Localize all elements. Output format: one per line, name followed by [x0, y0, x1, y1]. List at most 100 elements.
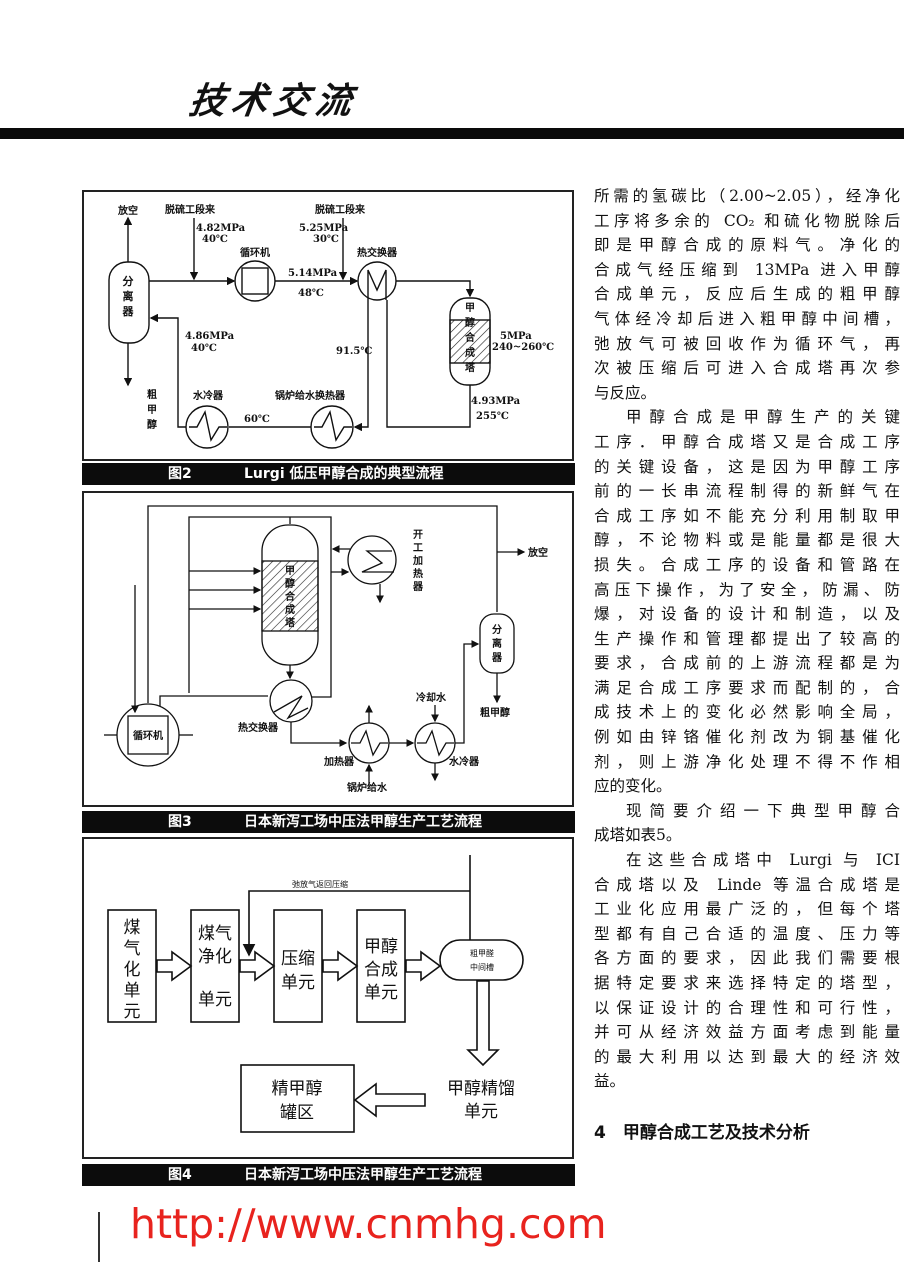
hollow-arrow-down: [466, 980, 500, 1067]
purge-return-label: 弛放气返回压缩: [292, 879, 348, 889]
outlet-pressure: 4.93MPa: [471, 396, 521, 407]
text-line: 合成工序如不能充分利用制取甲: [594, 506, 900, 525]
separator-vessel: [108, 261, 150, 344]
water-cooler-label: 水冷器: [448, 755, 480, 768]
paragraph: 所需的氢碳比（2.00~2.05），经净化工序将多余的 CO₂ 和硫化物脱除后即…: [594, 184, 900, 405]
text-line: 要求，合成前的上游流程都是为: [594, 654, 900, 673]
caption-text: 日本新泻工场中压法甲醇生产工艺流程: [244, 1167, 482, 1183]
text-line: 工序将多余的 CO₂ 和硫化物脱除后: [594, 211, 900, 230]
text-line: 生产操作和管理都提出了较高的: [594, 629, 900, 648]
section-heading: 4 甲醇合成工艺及技术分析: [594, 1123, 810, 1143]
text-line: 现简要介绍一下典型甲醇合: [626, 801, 900, 820]
compression-unit-line2: 单元: [281, 973, 315, 993]
tank-label-line1: 粗甲醛: [470, 948, 494, 958]
figure-2-caption: 图2 Lurgi 低压甲醇合成的典型流程: [82, 463, 575, 485]
header-rule: [0, 128, 904, 139]
text-line: 工序．甲醇合成塔又是合成工序: [594, 432, 900, 451]
feed1-pressure: 4.82MPa: [196, 223, 246, 234]
crude-methanol-label: 粗甲醇: [147, 388, 157, 431]
figure-2-diagram: 放空 分离器 粗甲醇 脱硫工段来 4.82MPa 40℃ 脱硫工段来 5.25M…: [82, 190, 574, 461]
niigata-flow-diagram: 甲醇合成塔 开工加热器 放空 分离器 粗甲醇 冷却水 热交换器 加热器 水冷器 …: [104, 505, 548, 794]
startup-heater-label: 开工加热器: [412, 529, 424, 593]
caption-text: 日本新泻工场中压法甲醇生产工艺流程: [244, 814, 482, 830]
cooling-temperature: 60℃: [244, 414, 270, 425]
compressor-symbol: [234, 260, 276, 302]
text-line: 满足合成工序要求而配制的，合: [594, 678, 900, 697]
hollow-arrow: [239, 950, 276, 982]
section-title: 技术交流: [186, 80, 361, 122]
vent-label: 放空: [527, 546, 548, 559]
crude-methanol-label: 粗甲醇: [480, 706, 510, 719]
figure-3-caption: 图3 日本新泻工场中压法甲醇生产工艺流程: [82, 811, 575, 833]
purification-unit-line3: 单元: [198, 990, 232, 1010]
text-line: 高压下操作，为了安全，防漏、防: [594, 580, 900, 599]
figure-3-diagram: 甲醇合成塔 开工加热器 放空 分离器 粗甲醇 冷却水 热交换器 加热器 水冷器 …: [82, 491, 574, 807]
text-line: 醇，不论物料或是能量都是很大: [594, 531, 900, 550]
cooling-water-label: 冷却水: [416, 691, 447, 704]
text-line: 益。: [594, 1072, 626, 1091]
text-line: 与反应。: [594, 383, 657, 402]
synthesis-unit-line3: 单元: [364, 983, 398, 1003]
reactor-temperature: 240~260℃: [492, 342, 554, 353]
compression-unit-line1: 压缩: [281, 949, 315, 969]
text-line: 以保证设计的合理性和可行性，: [594, 998, 900, 1017]
text-line: 次被压缩后可进入合成塔再次参: [594, 359, 900, 378]
gasification-unit-box: [107, 909, 157, 1023]
text-line: 的关键设备，这是因为甲醇工序: [594, 457, 900, 476]
heat-exchanger-symbol: [357, 261, 397, 301]
water-cooler-label: 水冷器: [192, 389, 224, 402]
text-line: 剂，则上游净化处理不得不作相: [594, 752, 900, 771]
return-temperature: 91.5℃: [336, 346, 372, 357]
reactor-label: 甲醇合成塔: [464, 302, 476, 374]
purification-unit-box: [190, 909, 240, 1023]
text-line: 应的变化。: [594, 777, 672, 796]
compressor-label: 循环机: [133, 729, 163, 742]
heat-exchanger-symbol: [269, 679, 313, 723]
feed2-label: 脱硫工段来: [315, 203, 366, 216]
figure-4-diagram: 煤气化单元 煤气 净化 单元 压缩 单元 甲醇 合成 单元 甲醇精馏 单元 精甲…: [82, 837, 574, 1159]
caption-text: Lurgi 低压甲醇合成的典型流程: [244, 466, 444, 482]
synthesis-unit-box: [356, 909, 406, 1023]
caption-number: 图2: [168, 466, 192, 482]
figure-4-caption: 图4 日本新泻工场中压法甲醇生产工艺流程: [82, 1164, 575, 1186]
startup-heater-symbol: [347, 535, 397, 585]
reactor-pressure: 5MPa: [500, 331, 532, 342]
body-text-column: 所需的氢碳比（2.00~2.05），经净化工序将多余的 CO₂ 和硫化物脱除后即…: [594, 184, 900, 1094]
synthesis-unit-line2: 合成: [364, 960, 398, 980]
purification-unit-line2: 净化: [198, 947, 232, 967]
mid-pressure: 5.14MPa: [288, 268, 338, 279]
boiler-water-label: 锅炉给水: [347, 781, 388, 794]
paragraph: 甲醇合成是甲醇生产的关键工序．甲醇合成塔又是合成工序的关键设备，这是因为甲醇工序…: [594, 405, 900, 799]
paragraph: 现简要介绍一下典型甲醇合成塔如表5。: [594, 799, 900, 848]
feed2-temperature: 30℃: [313, 234, 339, 245]
storage-line2: 罐区: [280, 1103, 314, 1123]
text-line: 损失。合成工序的设备和管路在: [594, 555, 900, 574]
feed1-temperature: 40℃: [202, 234, 228, 245]
text-line: 合成塔以及 Linde 等温合成塔是: [594, 875, 900, 894]
text-line: 在这些合成塔中 Lurgi 与 ICI: [626, 851, 900, 870]
text-line: 型都有自己合适的温度、压力等: [594, 924, 900, 943]
text-line: 并可从经济效益方面考虑到能量: [594, 1023, 900, 1042]
footer-rule: [98, 1212, 100, 1262]
text-line: 成塔如表5。: [594, 826, 682, 845]
purification-unit-line1: 煤气: [198, 924, 232, 944]
distillation-unit-line1: 甲醇精馏: [447, 1079, 515, 1099]
text-line: 所需的氢碳比（2.00~2.05），经净化: [594, 187, 900, 205]
caption-number: 图3: [168, 814, 192, 830]
lurgi-flow-diagram: 放空 分离器 粗甲醇 脱硫工段来 4.82MPa 40℃ 脱硫工段来 5.25M…: [108, 203, 554, 449]
text-line: 各方面的要求，因此我们需要根: [594, 949, 900, 968]
separator-label: 分离器: [122, 274, 135, 318]
hollow-arrow: [156, 950, 193, 982]
vent-label: 放空: [117, 204, 138, 217]
hollow-arrow: [322, 950, 359, 982]
separator-label: 分离器: [491, 623, 503, 664]
text-line: 工业化应用最广泛的，但每个塔: [594, 900, 900, 919]
text-line: 成技术上的变化必然影响全局，: [594, 703, 900, 722]
synthesis-unit-line1: 甲醇: [364, 937, 398, 957]
heat-exchanger-label: 热交换器: [238, 721, 279, 734]
text-line: 甲醇合成是甲醇生产的关键: [626, 408, 900, 427]
compression-unit-box: [273, 909, 323, 1023]
text-line: 合成气经压缩到 13MPa 进入甲醇: [594, 260, 900, 279]
text-line: 爆，对设备的设计和制造，以及: [594, 605, 900, 624]
hollow-arrow: [405, 950, 442, 982]
